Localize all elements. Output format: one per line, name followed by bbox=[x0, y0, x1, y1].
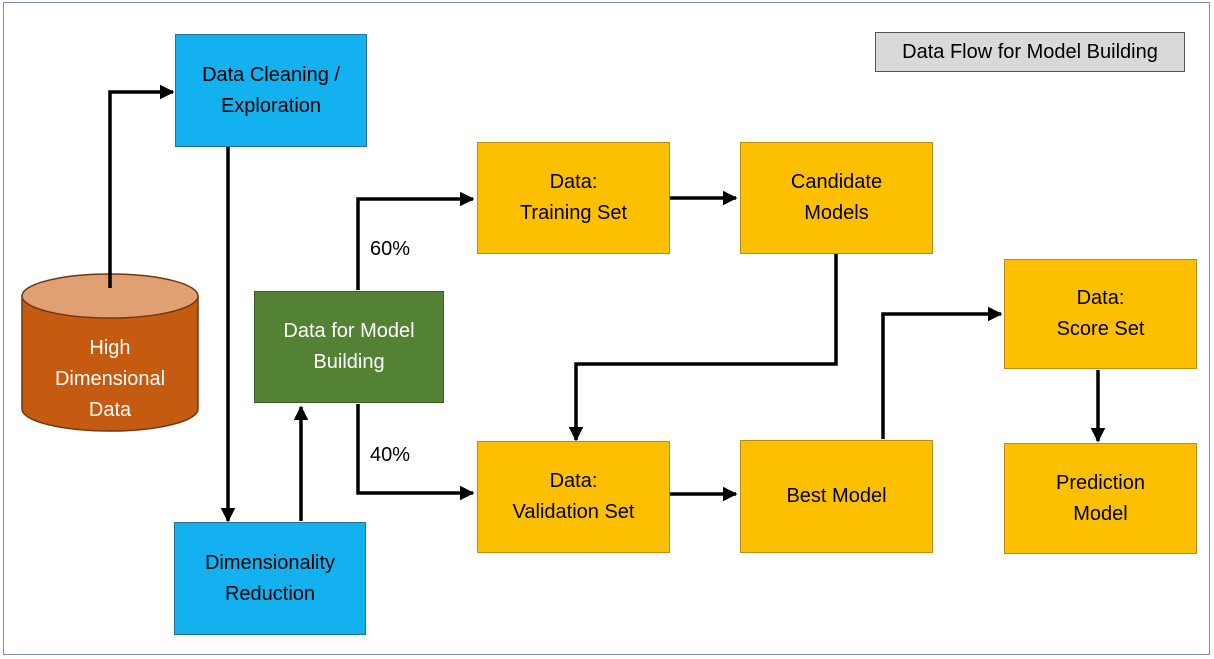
node-best-model: Best Model bbox=[740, 440, 933, 553]
training-percentage-label: 60% bbox=[370, 238, 411, 260]
node-training-set-label: Data: Training Set bbox=[519, 171, 628, 224]
node-prediction-model-label: Prediction Model bbox=[1056, 471, 1145, 525]
node-candidate-models: Candidate Models bbox=[740, 142, 933, 254]
arrow-candidate-to-validation bbox=[568, 254, 838, 442]
node-data-for-model-building-label: Data for Model Building bbox=[283, 320, 415, 373]
arrow-building-to-validation bbox=[356, 404, 475, 501]
diagram-title: Data Flow for Model Building bbox=[875, 32, 1185, 72]
node-score-set: Data: Score Set bbox=[1004, 259, 1197, 369]
node-data-for-model-building: Data for Model Building bbox=[254, 291, 444, 403]
node-training-set: Data: Training Set bbox=[477, 142, 670, 254]
validation-percentage-label: 40% bbox=[370, 444, 411, 466]
node-validation-set-label: Data: Validation Set bbox=[512, 470, 635, 523]
database-cylinder-icon bbox=[21, 273, 199, 432]
arrow-building-to-training bbox=[356, 191, 475, 290]
node-best-model-label: Best Model bbox=[786, 485, 887, 507]
arrow-best-to-score bbox=[881, 306, 1003, 439]
high-dimensional-data-label: High Dimensional Data bbox=[54, 337, 166, 421]
node-dimensionality-reduction: Dimensionality Reduction bbox=[174, 522, 366, 635]
node-candidate-models-label: Candidate Models bbox=[790, 171, 883, 224]
node-prediction-model: Prediction Model bbox=[1004, 443, 1197, 554]
node-validation-set: Data: Validation Set bbox=[477, 441, 670, 553]
node-score-set-label: Data: Score Set bbox=[1056, 287, 1145, 340]
arrow-data-to-cleaning bbox=[108, 84, 175, 288]
node-data-cleaning: Data Cleaning / Exploration bbox=[175, 34, 367, 147]
node-dimensionality-reduction-label: Dimensionality Reduction bbox=[204, 551, 336, 605]
node-data-cleaning-label: Data Cleaning / Exploration bbox=[202, 63, 340, 117]
